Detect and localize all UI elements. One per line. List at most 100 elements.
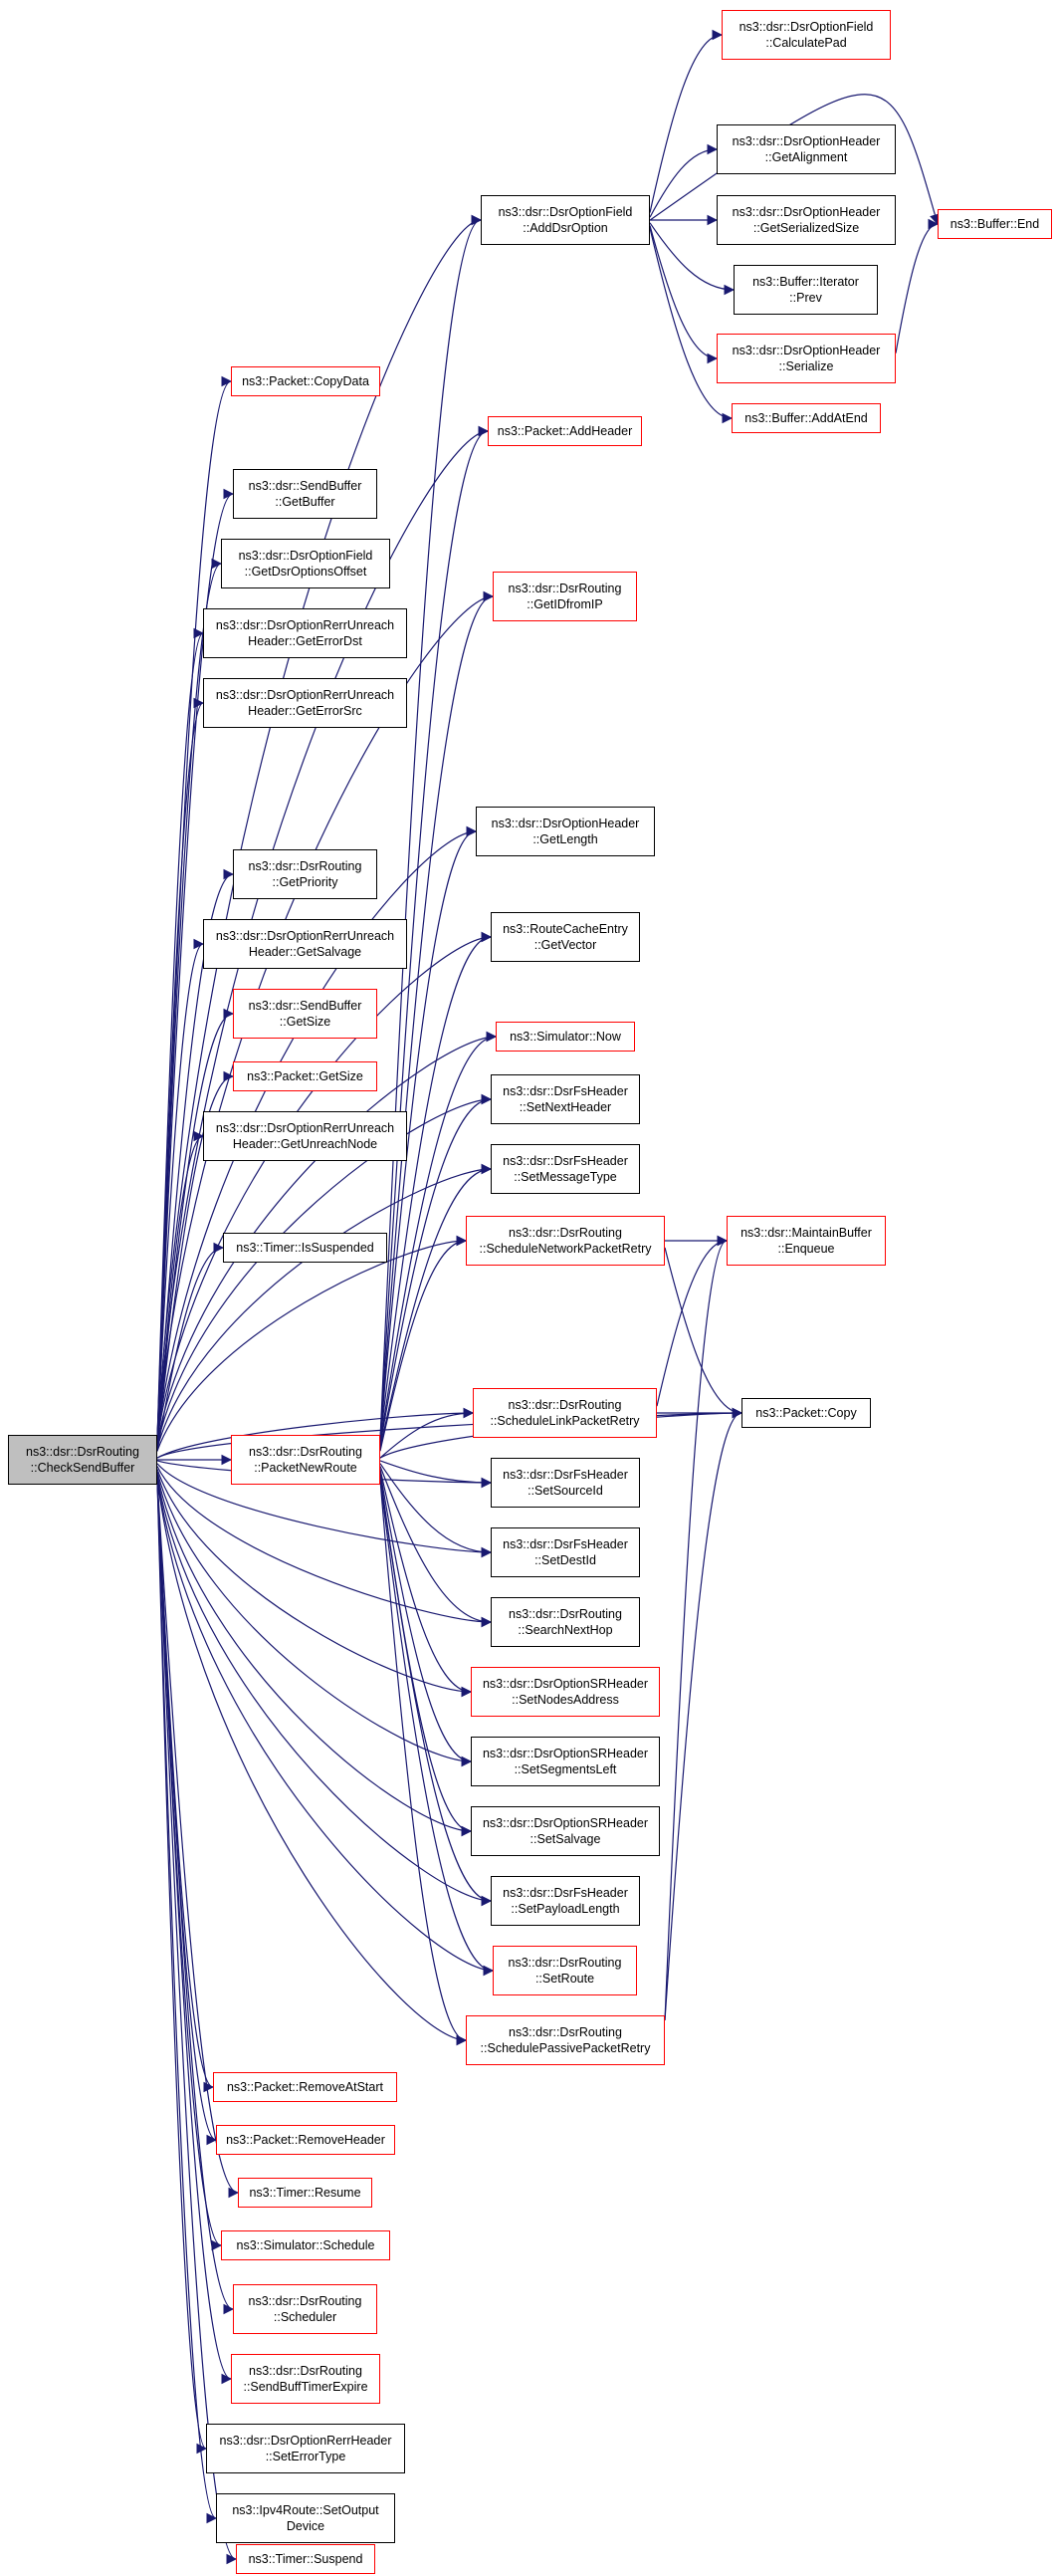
edge-add-dsr-option--calculate-pad	[649, 29, 724, 213]
edge-check-send-buffer--set-next-header	[156, 1093, 493, 1446]
edge-check-send-buffer--get-unreach-node	[156, 1130, 205, 1448]
node-set-message-type[interactable]: ns3::dsr::DsrFsHeader ::SetMessageType	[491, 1144, 640, 1194]
edge-check-send-buffer--get-id-from-ip	[156, 590, 495, 1441]
edge-packet-new-route--set-message-type	[379, 1163, 493, 1449]
node-timer-resume[interactable]: ns3::Timer::Resume	[238, 2178, 372, 2208]
edge-packet-new-route--set-segments-left	[379, 1472, 473, 1767]
edge-packet-new-route--set-nodes-address	[379, 1469, 473, 1698]
node-set-dest-id[interactable]: ns3::dsr::DsrFsHeader ::SetDestId	[491, 1527, 640, 1577]
edge-packet-new-route--schedule-link-packet-retry	[379, 1407, 475, 1459]
edge-check-send-buffer--search-next-hop	[156, 1466, 493, 1628]
edge-check-send-buffer--scheduler	[156, 1479, 235, 2315]
edge-check-send-buffer--get-error-dst	[156, 627, 205, 1441]
edge-check-send-buffer--packet-get-size	[156, 1070, 235, 1445]
edge-check-send-buffer--packet-copy	[156, 1407, 743, 1459]
edge-packet-new-route--get-id-from-ip	[379, 590, 495, 1441]
node-add-dsr-option[interactable]: ns3::dsr::DsrOptionField ::AddDsrOption	[481, 195, 650, 245]
node-set-route[interactable]: ns3::dsr::DsrRouting ::SetRoute	[493, 1946, 637, 1995]
edge-check-send-buffer--timer-resume	[156, 1479, 240, 2199]
node-packet-new-route[interactable]: ns3::dsr::DsrRouting ::PacketNewRoute	[231, 1435, 380, 1485]
edge-packet-new-route--schedule-passive-packet-retry	[379, 1479, 468, 2046]
edge-check-send-buffer--set-payload-length	[156, 1477, 493, 1907]
edge-check-send-buffer--copy-data	[156, 375, 233, 1441]
node-schedule-network-packet-retry[interactable]: ns3::dsr::DsrRouting ::ScheduleNetworkPa…	[466, 1216, 665, 1266]
edge-schedule-network-packet-retry--packet-copy	[664, 1247, 743, 1419]
node-check-send-buffer: ns3::dsr::DsrRouting ::CheckSendBuffer	[8, 1435, 157, 1485]
node-set-next-header[interactable]: ns3::dsr::DsrFsHeader ::SetNextHeader	[491, 1074, 640, 1124]
edge-check-send-buffer--set-output-device	[156, 1479, 218, 2524]
node-simulator-schedule[interactable]: ns3::Simulator::Schedule	[221, 2230, 390, 2260]
edge-check-send-buffer--set-dest-id	[156, 1463, 493, 1558]
edge-check-send-buffer--get-salvage	[156, 938, 205, 1441]
edge-schedule-link-packet-retry--enqueue	[656, 1235, 729, 1407]
node-get-id-from-ip[interactable]: ns3::dsr::DsrRouting ::GetIDfromIP	[493, 572, 637, 621]
node-set-nodes-address[interactable]: ns3::dsr::DsrOptionSRHeader ::SetNodesAd…	[471, 1667, 660, 1717]
node-send-buff-timer-expire[interactable]: ns3::dsr::DsrRouting ::SendBuffTimerExpi…	[231, 2354, 380, 2404]
node-get-vector[interactable]: ns3::RouteCacheEntry ::GetVector	[491, 912, 640, 962]
edge-schedule-passive-packet-retry--packet-copy	[664, 1407, 743, 2021]
node-get-dsr-options-offset[interactable]: ns3::dsr::DsrOptionField ::GetDsrOptions…	[221, 539, 390, 588]
edge-packet-new-route--set-payload-length	[379, 1477, 493, 1907]
node-schedule-passive-packet-retry[interactable]: ns3::dsr::DsrRouting ::SchedulePassivePa…	[466, 2015, 665, 2065]
edge-add-dsr-option--add-at-end	[649, 227, 734, 424]
node-packet-get-size[interactable]: ns3::Packet::GetSize	[233, 1061, 377, 1091]
node-copy-data[interactable]: ns3::Packet::CopyData	[231, 366, 380, 396]
edge-packet-new-route--get-vector	[379, 931, 493, 1441]
edge-check-send-buffer--schedule-link-packet-retry	[156, 1407, 475, 1459]
edge-check-send-buffer--timer-suspend	[156, 1479, 238, 2565]
node-get-serialized-size[interactable]: ns3::dsr::DsrOptionHeader ::GetSerialize…	[717, 195, 896, 245]
node-get-alignment[interactable]: ns3::dsr::DsrOptionHeader ::GetAlignment	[717, 124, 896, 174]
node-get-priority[interactable]: ns3::dsr::DsrRouting ::GetPriority	[233, 849, 377, 899]
node-search-next-hop[interactable]: ns3::dsr::DsrRouting ::SearchNextHop	[491, 1597, 640, 1647]
edge-packet-new-route--set-next-header	[379, 1093, 493, 1446]
node-add-at-end[interactable]: ns3::Buffer::AddAtEnd	[732, 403, 881, 433]
node-get-buffer[interactable]: ns3::dsr::SendBuffer ::GetBuffer	[233, 469, 377, 519]
node-remove-header[interactable]: ns3::Packet::RemoveHeader	[216, 2125, 395, 2155]
node-enqueue[interactable]: ns3::dsr::MaintainBuffer ::Enqueue	[727, 1216, 886, 1266]
edge-check-send-buffer--set-nodes-address	[156, 1469, 473, 1698]
node-set-segments-left[interactable]: ns3::dsr::DsrOptionSRHeader ::SetSegment…	[471, 1737, 660, 1786]
edge-add-dsr-option--iterator-prev	[649, 222, 736, 296]
edge-check-send-buffer--sr-set-salvage	[156, 1474, 473, 1837]
node-remove-at-start[interactable]: ns3::Packet::RemoveAtStart	[213, 2072, 397, 2102]
node-serialize[interactable]: ns3::dsr::DsrOptionHeader ::Serialize	[717, 334, 896, 383]
node-iterator-prev[interactable]: ns3::Buffer::Iterator ::Prev	[734, 265, 878, 315]
node-schedule-link-packet-retry[interactable]: ns3::dsr::DsrRouting ::ScheduleLinkPacke…	[473, 1388, 657, 1438]
edge-check-send-buffer--get-priority	[156, 868, 235, 1441]
edge-packet-new-route--set-route	[379, 1479, 495, 1977]
node-sr-set-salvage[interactable]: ns3::dsr::DsrOptionSRHeader ::SetSalvage	[471, 1806, 660, 1856]
edge-packet-new-route--search-next-hop	[379, 1466, 493, 1628]
node-calculate-pad[interactable]: ns3::dsr::DsrOptionField ::CalculatePad	[722, 10, 891, 60]
node-packet-copy[interactable]: ns3::Packet::Copy	[741, 1398, 871, 1428]
edge-add-dsr-option--get-alignment	[649, 143, 719, 218]
edge-schedule-passive-packet-retry--enqueue	[664, 1235, 729, 2021]
edge-packet-new-route--set-source-id	[379, 1460, 493, 1489]
node-scheduler[interactable]: ns3::dsr::DsrRouting ::Scheduler	[233, 2284, 377, 2334]
node-timer-suspend[interactable]: ns3::Timer::Suspend	[236, 2544, 375, 2574]
edge-packet-new-route--add-header	[379, 425, 490, 1441]
node-is-suspended[interactable]: ns3::Timer::IsSuspended	[223, 1233, 387, 1263]
node-set-source-id[interactable]: ns3::dsr::DsrFsHeader ::SetSourceId	[491, 1458, 640, 1508]
node-buffer-end[interactable]: ns3::Buffer::End	[938, 209, 1052, 239]
node-set-payload-length[interactable]: ns3::dsr::DsrFsHeader ::SetPayloadLength	[491, 1876, 640, 1926]
edge-packet-new-route--get-length	[379, 825, 478, 1441]
node-set-error-type[interactable]: ns3::dsr::DsrOptionRerrHeader ::SetError…	[206, 2424, 405, 2473]
edge-check-send-buffer--schedule-network-packet-retry	[156, 1235, 468, 1452]
edge-check-send-buffer--sendbuffer-get-size	[156, 1008, 235, 1443]
node-set-output-device[interactable]: ns3::Ipv4Route::SetOutput Device	[216, 2493, 395, 2543]
node-get-salvage[interactable]: ns3::dsr::DsrOptionRerrUnreach Header::G…	[203, 919, 407, 969]
edge-check-send-buffer--get-dsr-options-offset	[156, 558, 223, 1441]
edge-check-send-buffer--send-buff-timer-expire	[156, 1479, 233, 2385]
node-get-error-src[interactable]: ns3::dsr::DsrOptionRerrUnreach Header::G…	[203, 678, 407, 728]
node-get-length[interactable]: ns3::dsr::DsrOptionHeader ::GetLength	[476, 807, 655, 856]
edge-check-send-buffer--simulator-schedule	[156, 1479, 223, 2251]
node-sendbuffer-get-size[interactable]: ns3::dsr::SendBuffer ::GetSize	[233, 989, 377, 1039]
node-get-unreach-node[interactable]: ns3::dsr::DsrOptionRerrUnreach Header::G…	[203, 1111, 407, 1161]
edge-packet-new-route--set-dest-id	[379, 1463, 493, 1558]
node-add-header[interactable]: ns3::Packet::AddHeader	[488, 416, 642, 446]
node-simulator-now[interactable]: ns3::Simulator::Now	[496, 1022, 635, 1052]
node-get-error-dst[interactable]: ns3::dsr::DsrOptionRerrUnreach Header::G…	[203, 608, 407, 658]
edge-serialize--buffer-end	[895, 218, 940, 353]
